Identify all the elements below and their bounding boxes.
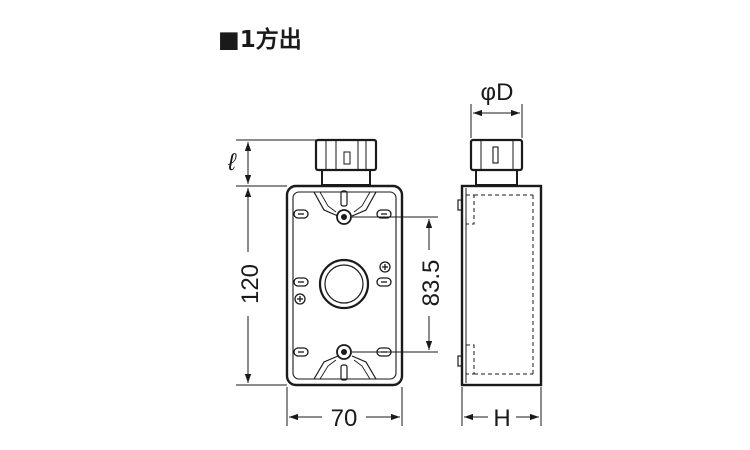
length-label: ℓ — [227, 149, 237, 176]
pitch-label: 83.5 — [418, 260, 445, 307]
page-title: ■1方出 — [218, 26, 302, 53]
mounting-hole-icon — [376, 277, 392, 287]
hub-icon — [314, 138, 378, 186]
box-outline — [285, 184, 404, 387]
cross-hole-icon — [294, 293, 306, 305]
mounting-hole-icon — [376, 209, 392, 219]
mounting-hole-icon — [293, 209, 309, 219]
width-label: 70 — [331, 405, 358, 432]
height-label: 120 — [237, 264, 264, 304]
depth-label: H — [493, 405, 510, 432]
front-view — [285, 138, 404, 387]
screw-icon — [336, 344, 352, 360]
screw-icon — [336, 209, 352, 225]
slot-bottom — [340, 364, 348, 381]
mounting-hole-icon — [293, 277, 309, 287]
diameter-label: φD — [481, 79, 514, 106]
side-view — [457, 138, 543, 387]
box-inner-rim — [292, 191, 397, 380]
side-body — [460, 184, 543, 387]
cross-hole-icon — [379, 261, 391, 273]
side-dimensions — [461, 104, 542, 426]
mounting-hole-icon — [293, 347, 309, 357]
knockout-hole-icon — [318, 258, 370, 310]
slot-top — [340, 190, 348, 207]
front-dimensions — [236, 139, 438, 426]
